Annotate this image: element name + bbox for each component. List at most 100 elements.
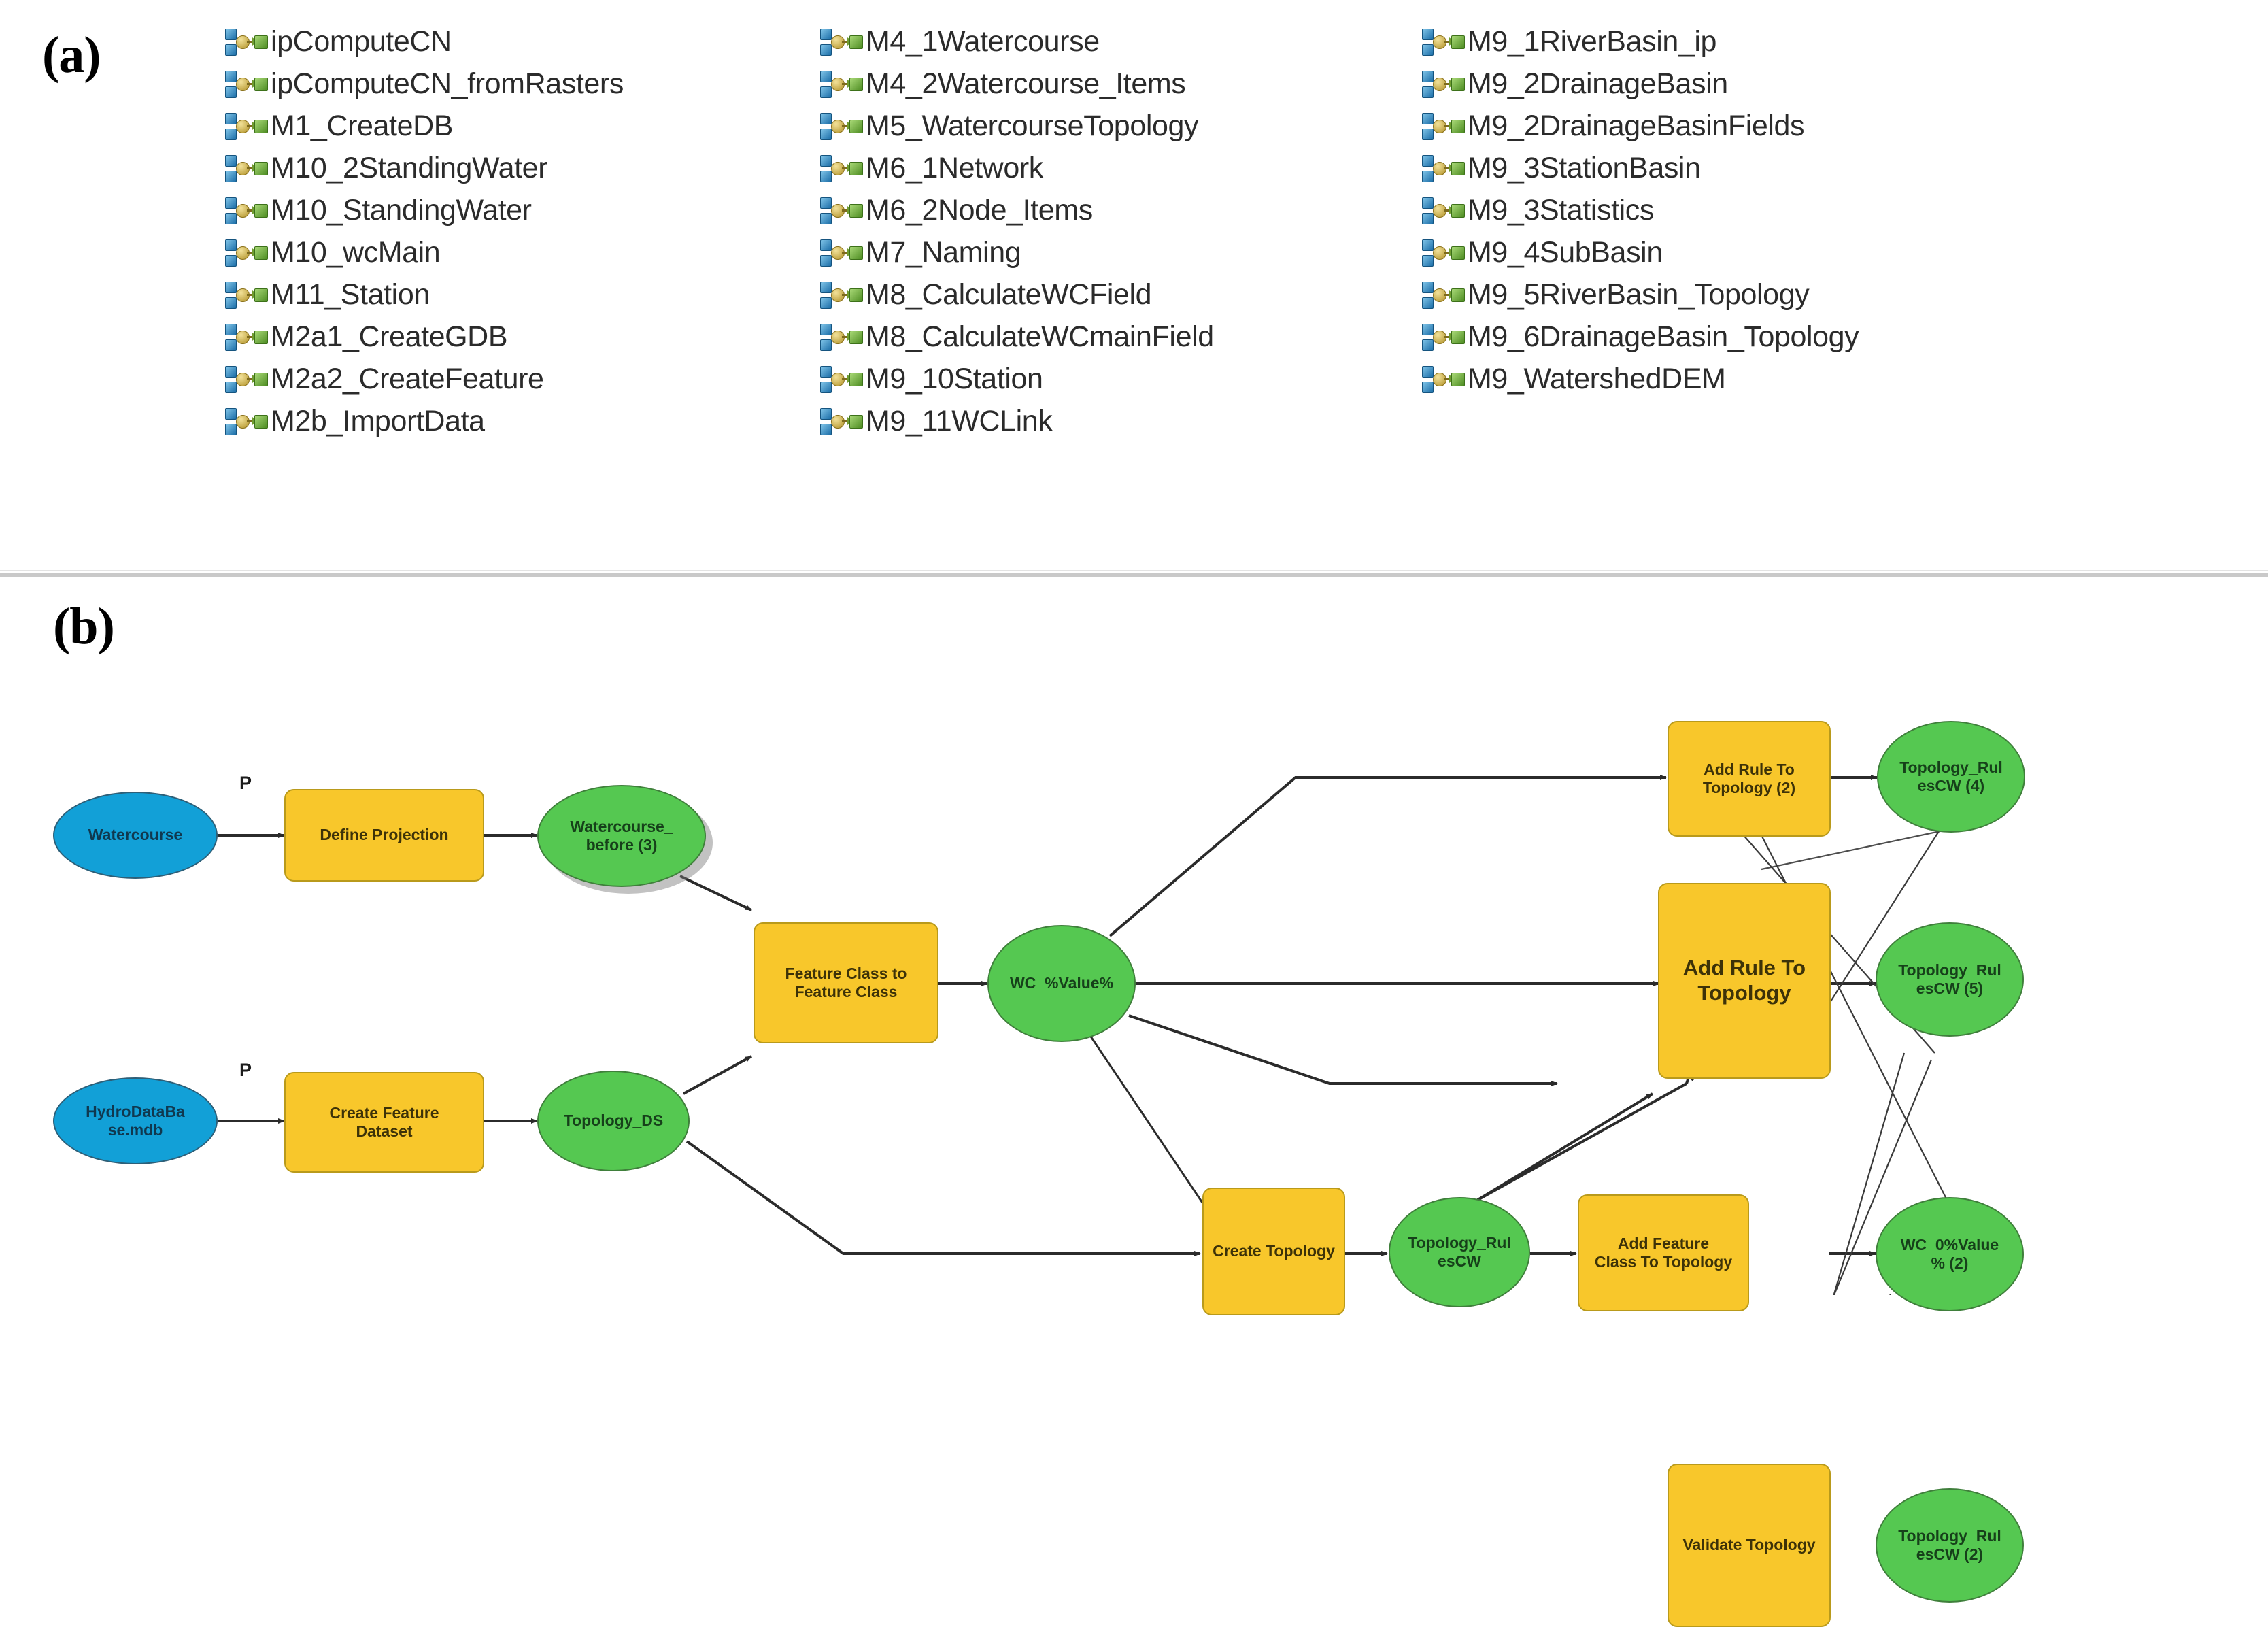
model-list-item[interactable]: M6_1Network — [819, 147, 1214, 189]
model-list-item[interactable]: M10_wcMain — [224, 231, 624, 273]
model-builder-icon — [224, 323, 268, 351]
model-list-item-label: M5_WatercourseTopology — [866, 109, 1199, 142]
model-builder-icon — [224, 197, 268, 224]
model-builder-icon — [819, 112, 863, 140]
model-list-item-label: ipComputeCN — [271, 24, 452, 58]
node-validate-topology[interactable]: Validate Topology — [1668, 1464, 1831, 1627]
panel-a-label: (a) — [42, 27, 101, 84]
model-list-item[interactable]: M9_WatershedDEM — [1421, 358, 1859, 400]
model-builder-icon — [819, 239, 863, 267]
node-wc-value[interactable]: WC_%Value% — [987, 925, 1136, 1042]
model-list-item-label: M10_2StandingWater — [271, 151, 548, 184]
model-list-item[interactable]: M2b_ImportData — [224, 400, 624, 442]
parameter-mark-watercourse: P — [239, 773, 252, 793]
model-list-item[interactable]: M9_6DrainageBasin_Topology — [1421, 316, 1859, 358]
model-list-item[interactable]: M6_2Node_Items — [819, 189, 1214, 231]
node-wc-0value-2[interactable]: WC_0%Value% (2) — [1876, 1197, 2024, 1311]
model-list-item[interactable]: M9_5RiverBasin_Topology — [1421, 273, 1859, 316]
panel-b-label: (b) — [53, 598, 115, 655]
model-builder-icon — [1421, 197, 1465, 224]
panel-divider — [0, 573, 2268, 577]
model-builder-icon — [224, 70, 268, 98]
node-create-topology[interactable]: Create Topology — [1202, 1188, 1345, 1315]
node-topology-ds[interactable]: Topology_DS — [537, 1071, 690, 1171]
model-list-item[interactable]: M9_1RiverBasin_ip — [1421, 20, 1859, 63]
model-list-item[interactable]: M11_Station — [224, 273, 624, 316]
model-list-item[interactable]: M4_2Watercourse_Items — [819, 63, 1214, 105]
model-list-item-label: M10_wcMain — [271, 235, 441, 269]
model-builder-icon — [1421, 239, 1465, 267]
model-builder-icon — [1421, 28, 1465, 56]
panel-b-model-diagram: (b) — [0, 577, 2268, 1627]
model-list-item[interactable]: M7_Naming — [819, 231, 1214, 273]
model-list-item[interactable]: M4_1Watercourse — [819, 20, 1214, 63]
model-list-item-label: M4_2Watercourse_Items — [866, 67, 1186, 100]
model-list-item-label: M9_11WCLink — [866, 404, 1053, 437]
model-builder-icon — [1421, 112, 1465, 140]
model-list-item-label: M9_WatershedDEM — [1468, 362, 1726, 395]
model-list-item[interactable]: M9_3StationBasin — [1421, 147, 1859, 189]
model-list-item-label: M9_10Station — [866, 362, 1043, 395]
model-list-item[interactable]: M9_2DrainageBasinFields — [1421, 105, 1859, 147]
node-define-projection[interactable]: Define Projection — [284, 789, 484, 882]
model-list-item[interactable]: M2a2_CreateFeature — [224, 358, 624, 400]
model-list-item[interactable]: M1_CreateDB — [224, 105, 624, 147]
model-list-item[interactable]: M8_CalculateWCField — [819, 273, 1214, 316]
panel-divider-highlight — [0, 570, 2268, 571]
model-builder-icon — [819, 154, 863, 182]
model-builder-icon — [224, 281, 268, 309]
model-builder-icon — [1421, 323, 1465, 351]
model-list-item[interactable]: M8_CalculateWCmainField — [819, 316, 1214, 358]
model-list-item-label: M9_2DrainageBasinFields — [1468, 109, 1805, 142]
model-builder-icon — [819, 28, 863, 56]
model-builder-icon — [224, 407, 268, 435]
model-list-item[interactable]: M2a1_CreateGDB — [224, 316, 624, 358]
model-builder-icon — [1421, 281, 1465, 309]
model-list-item[interactable]: M10_StandingWater — [224, 189, 624, 231]
model-list-item-label: M1_CreateDB — [271, 109, 454, 142]
model-builder-icon — [224, 365, 268, 393]
model-list-item[interactable]: M9_11WCLink — [819, 400, 1214, 442]
model-builder-icon — [1421, 154, 1465, 182]
model-list-item-label: M2a2_CreateFeature — [271, 362, 544, 395]
model-list-item[interactable]: M9_3Statistics — [1421, 189, 1859, 231]
model-list-item[interactable]: M9_4SubBasin — [1421, 231, 1859, 273]
model-list-item-label: M2b_ImportData — [271, 404, 485, 437]
model-builder-icon — [224, 239, 268, 267]
model-list-item-label: M9_3StationBasin — [1468, 151, 1701, 184]
model-builder-icon — [819, 407, 863, 435]
parameter-mark-hydrodatabase: P — [239, 1060, 252, 1080]
model-builder-icon — [819, 365, 863, 393]
model-list-item-label: M9_2DrainageBasin — [1468, 67, 1728, 100]
model-list-item-label: M6_1Network — [866, 151, 1043, 184]
model-list-item[interactable]: M5_WatercourseTopology — [819, 105, 1214, 147]
model-list-item-label: M9_6DrainageBasin_Topology — [1468, 320, 1859, 353]
model-list-item-label: M2a1_CreateGDB — [271, 320, 508, 353]
model-builder-icon — [1421, 70, 1465, 98]
model-list-item[interactable]: M9_2DrainageBasin — [1421, 63, 1859, 105]
model-list-item-label: M9_1RiverBasin_ip — [1468, 24, 1717, 58]
model-list-item[interactable]: ipComputeCN — [224, 20, 624, 63]
model-builder-icon — [224, 154, 268, 182]
model-builder-icon — [1421, 365, 1465, 393]
node-watercourse[interactable]: Watercourse — [53, 792, 218, 879]
model-list-item-label: M11_Station — [271, 278, 430, 311]
model-list-item-label: M6_2Node_Items — [866, 193, 1093, 227]
model-list-item[interactable]: ipComputeCN_fromRasters — [224, 63, 624, 105]
model-list-item[interactable]: M10_2StandingWater — [224, 147, 624, 189]
node-watercourse-before[interactable]: Watercourse_before (3) — [537, 785, 706, 887]
model-list-item[interactable]: M9_10Station — [819, 358, 1214, 400]
